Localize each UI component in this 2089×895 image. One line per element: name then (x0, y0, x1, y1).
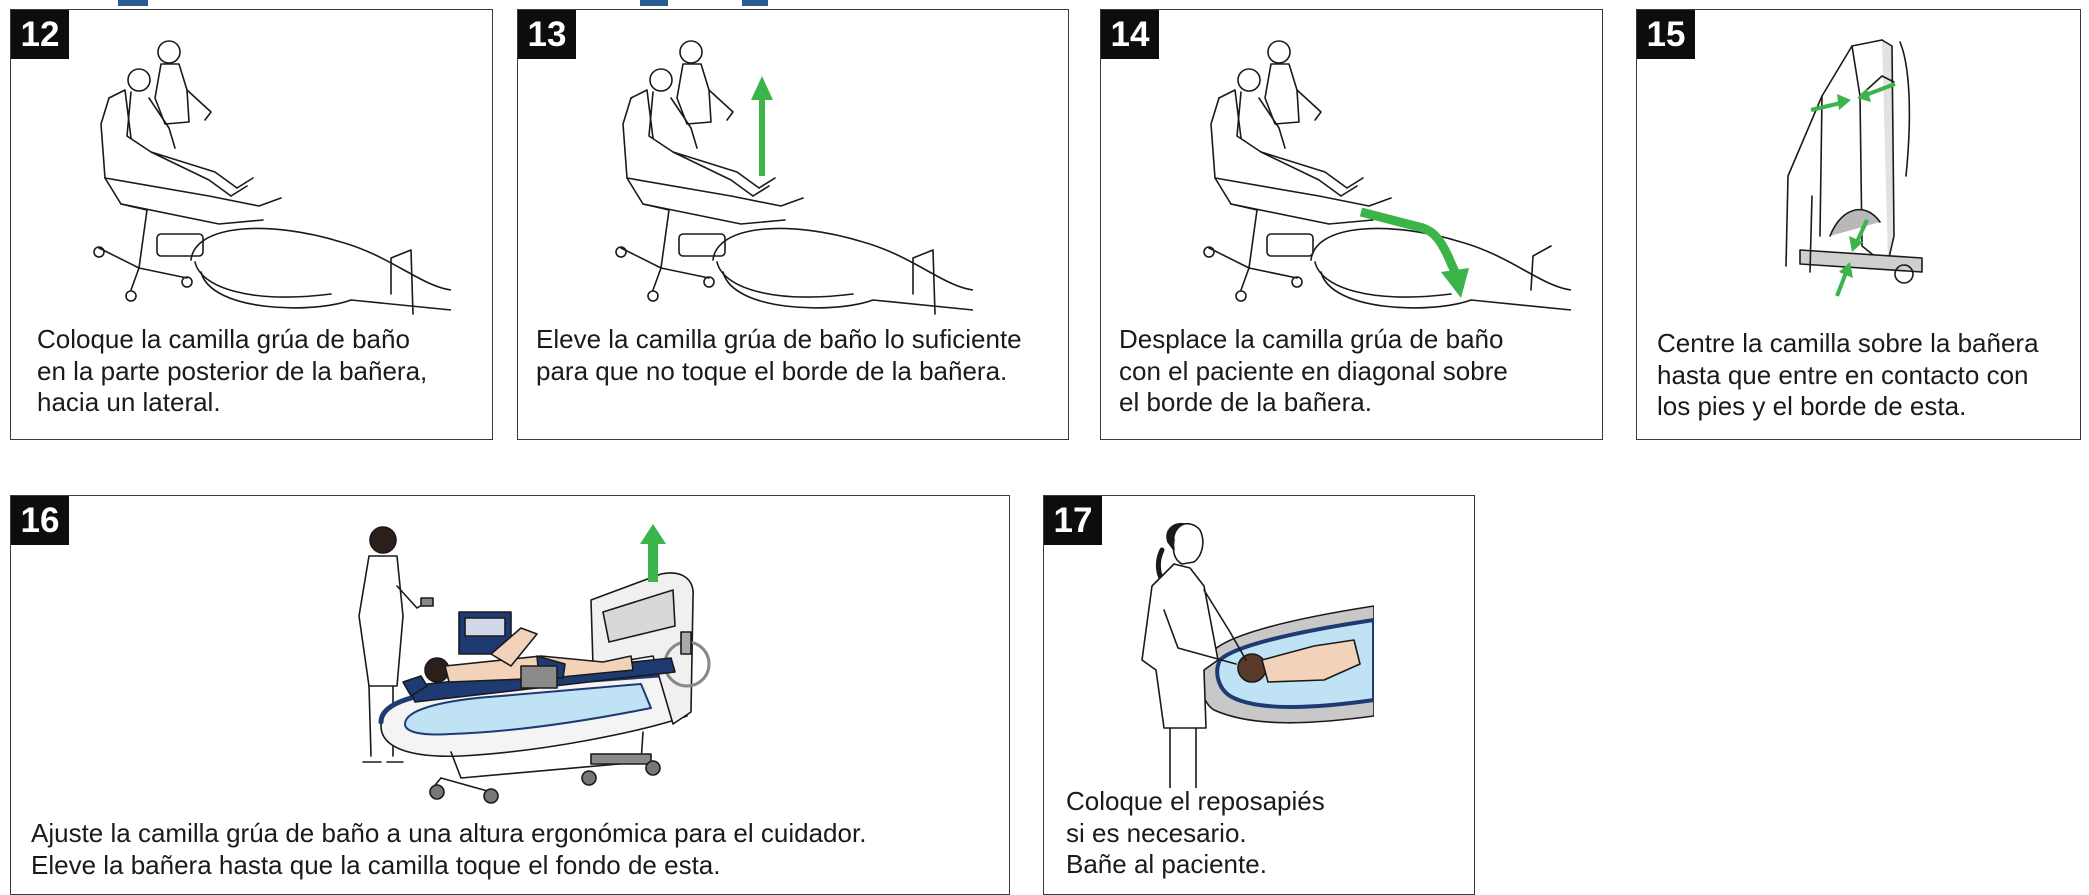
caption-line: hacia un lateral. (37, 387, 221, 417)
lift-chair-illustration (1201, 28, 1571, 318)
lift-chair-illustration (613, 28, 973, 318)
step-caption: Desplace la camilla grúa de baño con el … (1119, 324, 1508, 419)
caption-line: los pies y el borde de esta. (1657, 391, 1967, 421)
step-15-panel: 15 Centre la camilla sobre la bañer (1636, 9, 2081, 440)
alignment-detail-illustration (1782, 36, 1942, 306)
step-caption: Centre la camilla sobre la bañera hasta … (1657, 328, 2039, 423)
caption-line: hasta que entre en contacto con (1657, 359, 2029, 390)
step-caption: Coloque la camilla grúa de baño en la pa… (37, 324, 427, 419)
caption-line: el borde de la bañera. (1119, 387, 1372, 417)
step-number-badge: 14 (1101, 10, 1159, 59)
caption-line: Eleve la camilla grúa de baño lo suficie… (536, 324, 1022, 354)
step-12-panel: 12 Coloqu (10, 9, 493, 440)
caption-line: Coloque el reposapiés (1066, 786, 1325, 816)
step-number-badge: 16 (11, 496, 69, 545)
alignment-arrows-icon (1809, 64, 1919, 304)
up-arrow-icon (751, 76, 773, 176)
step-16-panel: 16 (10, 495, 1010, 895)
step-caption: Eleve la camilla grúa de baño lo suficie… (536, 324, 1022, 387)
caption-line: Bañe al paciente. (1066, 849, 1267, 879)
caption-line: Centre la camilla sobre la bañera (1657, 328, 2039, 358)
caption-line: en la parte posterior de la bañera, (37, 355, 428, 386)
step-caption: Coloque el reposapiés si es necesario. B… (1066, 786, 1325, 881)
caption-line: Ajuste la camilla grúa de baño a una alt… (31, 818, 867, 848)
caregiver-bathing-illustration (1134, 520, 1374, 788)
caption-line: si es necesario. (1066, 817, 1247, 848)
caption-line: para que no toque el borde de la bañera. (536, 355, 1008, 386)
step-number-badge: 12 (11, 10, 69, 59)
caption-line: Coloque la camilla grúa de baño (37, 324, 410, 354)
caption-line: Eleve la bañera hasta que la camilla toq… (31, 849, 721, 880)
up-arrow-icon (640, 524, 666, 582)
cropped-heading-fragment (0, 0, 900, 6)
step-17-panel: 17 Coloque el reposapiés si es necesario… (1043, 495, 1475, 895)
step-14-panel: 14 Desplace la (1100, 9, 1603, 440)
step-number-badge: 15 (1637, 10, 1695, 59)
caption-line: Desplace la camilla grúa de baño (1119, 324, 1504, 354)
step-number-badge: 17 (1044, 496, 1102, 545)
caption-line: con el paciente en diagonal sobre (1119, 355, 1508, 386)
bathtub-lift-illustration (341, 516, 741, 816)
step-13-panel: 13 Eleve la camilla g (517, 9, 1069, 440)
step-caption: Ajuste la camilla grúa de baño a una alt… (31, 818, 866, 881)
step-number-badge: 13 (518, 10, 576, 59)
diagonal-arrow-icon (1357, 202, 1487, 302)
lift-chair-illustration (91, 28, 451, 318)
